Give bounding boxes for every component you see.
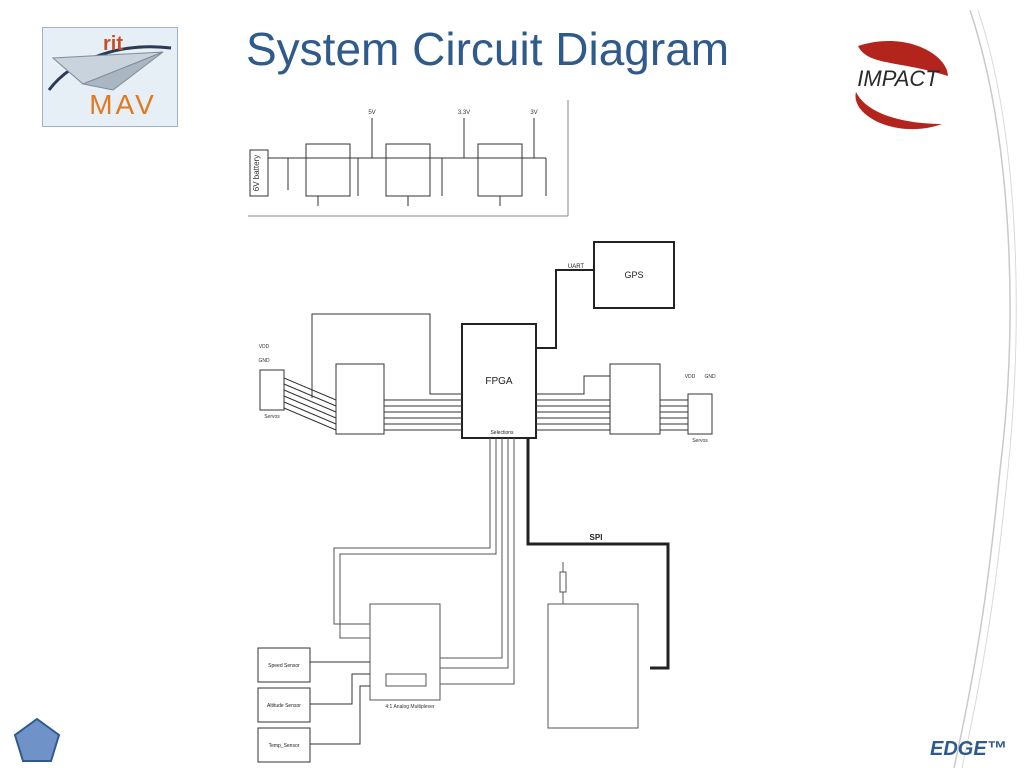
left-servo-header — [259, 369, 285, 411]
nav-home-button[interactable] — [12, 716, 62, 764]
servos-left-label: Servos — [264, 414, 280, 420]
battery-label: 6V battery — [252, 155, 261, 191]
gnd-label-left: GND — [258, 358, 270, 364]
selections-label: Selections — [490, 430, 514, 436]
uart-label: UART — [568, 264, 585, 270]
mux-label: 4:1 Analog Multiplexer — [385, 704, 435, 710]
fpga-label: FPGA — [485, 376, 513, 387]
sensor-interface-chip — [547, 603, 639, 729]
right-servo-driver — [609, 363, 661, 435]
battery-symbol — [249, 149, 269, 197]
decorative-curve — [953, 10, 1017, 768]
speed-sensor-label: Speed Sensor — [268, 663, 300, 669]
temp-sensor-block — [257, 727, 311, 763]
spi-label: SPI — [590, 533, 603, 542]
servos-right-label: Servos — [692, 438, 708, 444]
impact-text: IMPACT — [857, 66, 940, 91]
system-diagram: GPS UART FPGA Selections Servos VDD GND … — [257, 241, 716, 763]
gnd-label-right: GND — [704, 374, 716, 380]
regulator-1 — [305, 143, 351, 197]
power-regulator-schematic: 6V battery 5V 3.3V 3V — [248, 100, 569, 217]
regulator-2 — [385, 143, 431, 197]
edge-brand: EDGE™ — [930, 738, 1007, 760]
analog-mux — [369, 603, 441, 701]
gps-label: GPS — [624, 270, 643, 280]
regulator-3 — [477, 143, 523, 197]
rail-label-1: 5V — [368, 110, 375, 116]
gps-block — [593, 241, 675, 309]
paper-plane-icon: rit MAV — [47, 33, 172, 120]
right-servo-header — [687, 393, 713, 435]
altitude-sensor-block — [257, 687, 311, 723]
rit-mav-logo: rit MAV — [42, 27, 178, 127]
vdd-label-left: VDD — [259, 344, 270, 350]
rail-label-3: 3V — [530, 110, 537, 116]
logo-rit-text: rit — [103, 33, 123, 55]
left-servo-driver — [335, 363, 385, 435]
impact-logo: IMPACT — [838, 36, 958, 136]
vdd-label-right: VDD — [685, 374, 696, 380]
speed-sensor-block — [257, 647, 311, 683]
rail-label-2: 3.3V — [458, 110, 470, 116]
slide-title: System Circuit Diagram — [246, 23, 730, 75]
logo-mav-text: MAV — [89, 89, 157, 120]
temp-sensor-label: Temp_Sensor — [269, 743, 300, 749]
fpga-block — [461, 323, 537, 439]
altitude-sensor-label: Altitude Sensor — [267, 703, 301, 709]
